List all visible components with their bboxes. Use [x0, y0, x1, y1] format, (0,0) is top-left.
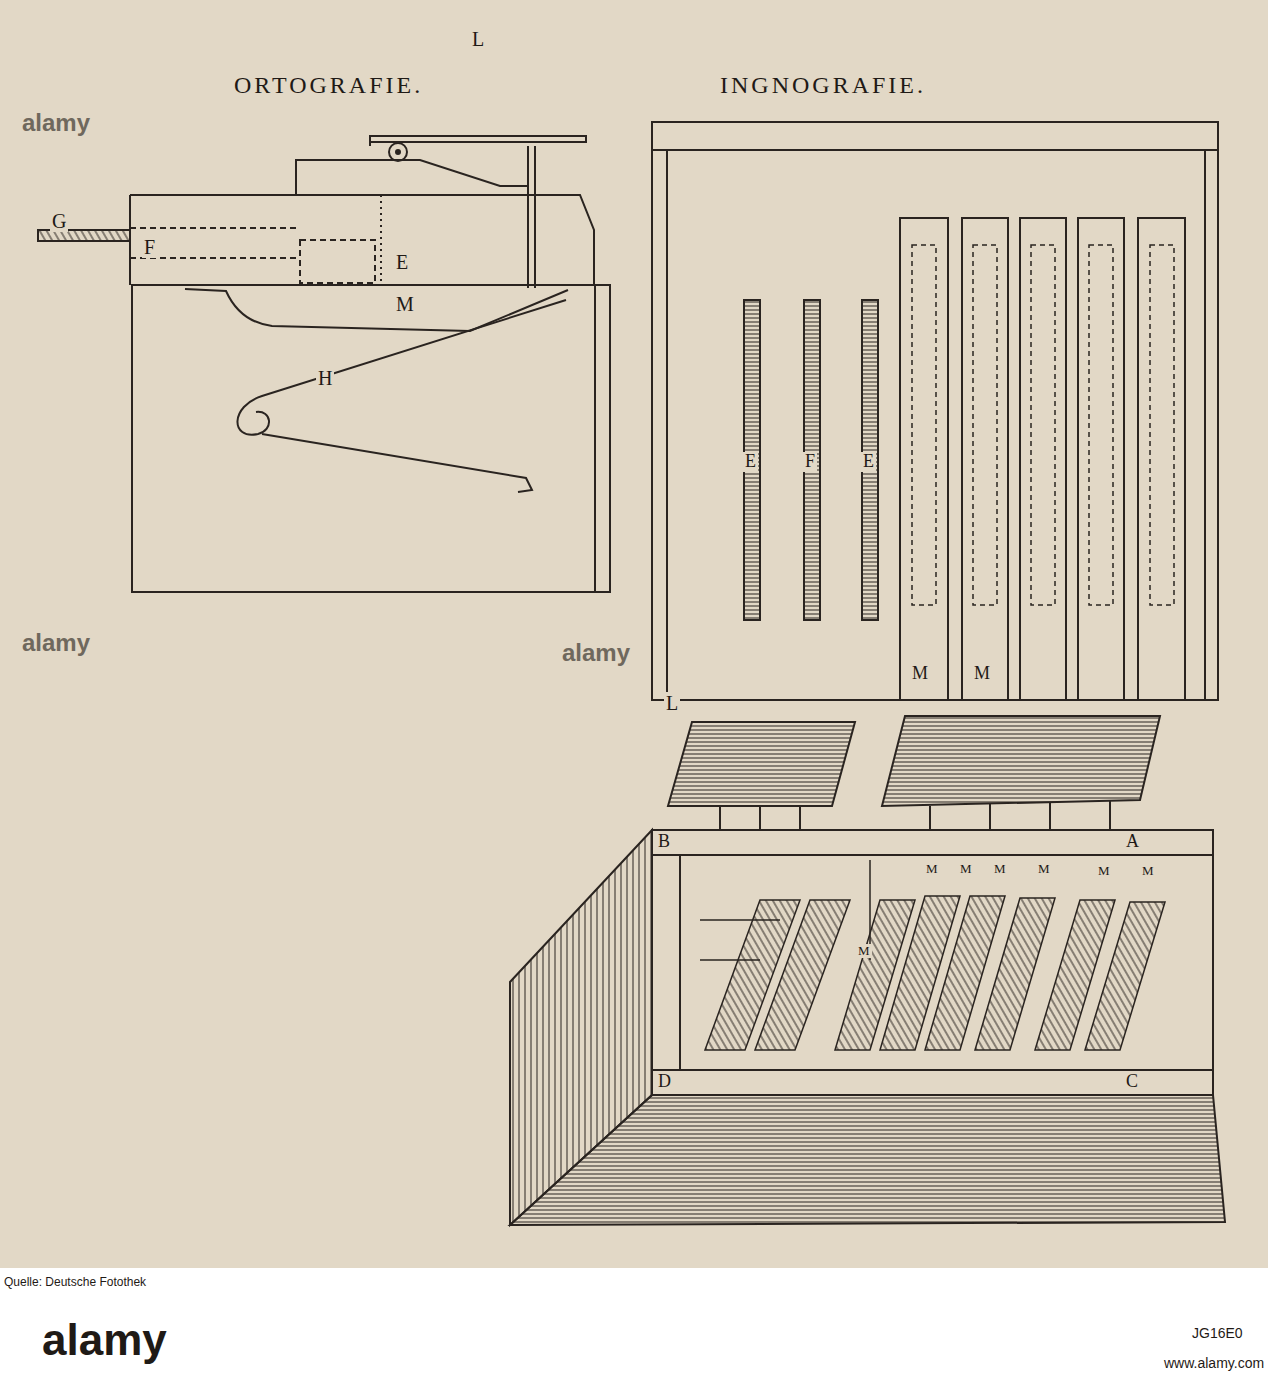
elevation-drawing — [38, 136, 610, 592]
part-letter: M — [972, 664, 992, 684]
corner-letter: A — [1124, 832, 1141, 852]
corner-letter: D — [656, 1072, 673, 1092]
part-letter: M — [1096, 864, 1112, 878]
part-letter: E — [861, 452, 876, 472]
part-letter: H — [316, 367, 334, 389]
perspective-drawing — [510, 716, 1225, 1225]
corner-letter: B — [656, 832, 672, 852]
watermark-logo: alamy — [40, 1316, 169, 1364]
part-letter: E — [394, 251, 410, 273]
plan-drawing — [652, 122, 1218, 700]
part-letter: F — [142, 236, 157, 258]
part-letter: G — [50, 210, 68, 232]
part-letter: M — [1140, 864, 1156, 878]
corner-letter: C — [1124, 1072, 1140, 1092]
part-letter: L — [664, 692, 680, 714]
watermark: alamy — [20, 630, 92, 656]
paper-ground — [0, 0, 1268, 1268]
part-letter: M — [1036, 862, 1052, 876]
watermark-url: www.alamy.com — [1162, 1356, 1266, 1371]
part-letter: M — [958, 862, 974, 876]
part-letter: M — [992, 862, 1008, 876]
view-heading: ORTOGRAFIE. — [232, 72, 425, 98]
part-letter: M — [924, 862, 940, 876]
part-letter: E — [743, 452, 758, 472]
part-letter: F — [803, 452, 817, 472]
part-letter: L — [470, 28, 486, 50]
watermark: alamy — [560, 640, 632, 666]
part-letter: M — [910, 664, 930, 684]
source-credit: Quelle: Deutsche Fotothek — [2, 1276, 148, 1289]
view-heading: INGNOGRAFIE. — [718, 72, 928, 98]
image-id: JG16E0 — [1190, 1326, 1245, 1341]
part-letter: M — [394, 293, 416, 315]
watermark: alamy — [20, 110, 92, 136]
part-letter: M — [856, 944, 872, 958]
